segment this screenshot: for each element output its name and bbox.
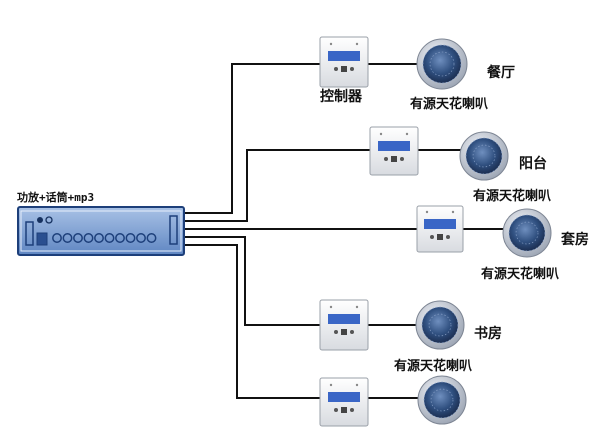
zones: 控制器 餐厅 有源天花喇叭 阳台 有源天花喇叭 (319, 36, 589, 427)
amplifier-knobs (52, 233, 157, 243)
ceiling-speaker-icon (502, 208, 552, 258)
controller-panel-icon (319, 36, 369, 88)
speaker-label-4: 有源天花喇叭 (394, 358, 472, 374)
room-label-2: 阳台 (519, 155, 547, 172)
zone-3: 套房 有源天花喇叭 (416, 205, 589, 282)
wire-zone-2 (185, 149, 372, 222)
speaker-label-2: 有源天花喇叭 (473, 188, 551, 204)
zone-2: 阳台 有源天花喇叭 (369, 126, 551, 204)
wire-zone-5 (185, 244, 320, 399)
amplifier-label: 功放+话筒+mp3 (17, 190, 94, 204)
amplifier-knob (136, 233, 146, 243)
speaker-label-3: 有源天花喇叭 (481, 266, 559, 282)
amplifier-knob (146, 233, 157, 243)
amplifier-knob (83, 233, 94, 243)
controller-label: 控制器 (320, 88, 363, 105)
amplifier-knob (125, 233, 136, 243)
amplifier-knob (52, 233, 62, 243)
room-label-1: 餐厅 (486, 64, 515, 81)
amplifier-knob (73, 233, 83, 243)
controller-panel-icon (369, 126, 419, 176)
controller-panel-icon (319, 299, 369, 351)
amplifier-knob (115, 233, 125, 243)
ceiling-speaker-icon (416, 38, 468, 90)
room-label-3: 套房 (561, 231, 589, 248)
controller-panel-icon (416, 205, 464, 253)
wiring (185, 63, 505, 399)
amplifier-knob (104, 233, 115, 243)
amplifier-knob (62, 233, 73, 243)
controller-panel-icon (319, 377, 369, 427)
amplifier-icon (17, 206, 185, 256)
room-label-4: 书房 (474, 325, 502, 342)
ceiling-speaker-icon (417, 375, 467, 425)
wire-zone-1 (185, 63, 320, 214)
ceiling-speaker-icon (415, 300, 465, 350)
speaker-label-1: 有源天花喇叭 (410, 96, 488, 112)
ceiling-speaker-icon (459, 131, 509, 181)
amplifier-knob (94, 233, 104, 243)
zone-5 (319, 375, 467, 427)
zone-4: 书房 有源天花喇叭 (319, 299, 502, 374)
wire-zone-4 (185, 236, 320, 326)
zone-1: 控制器 餐厅 有源天花喇叭 (319, 36, 515, 112)
